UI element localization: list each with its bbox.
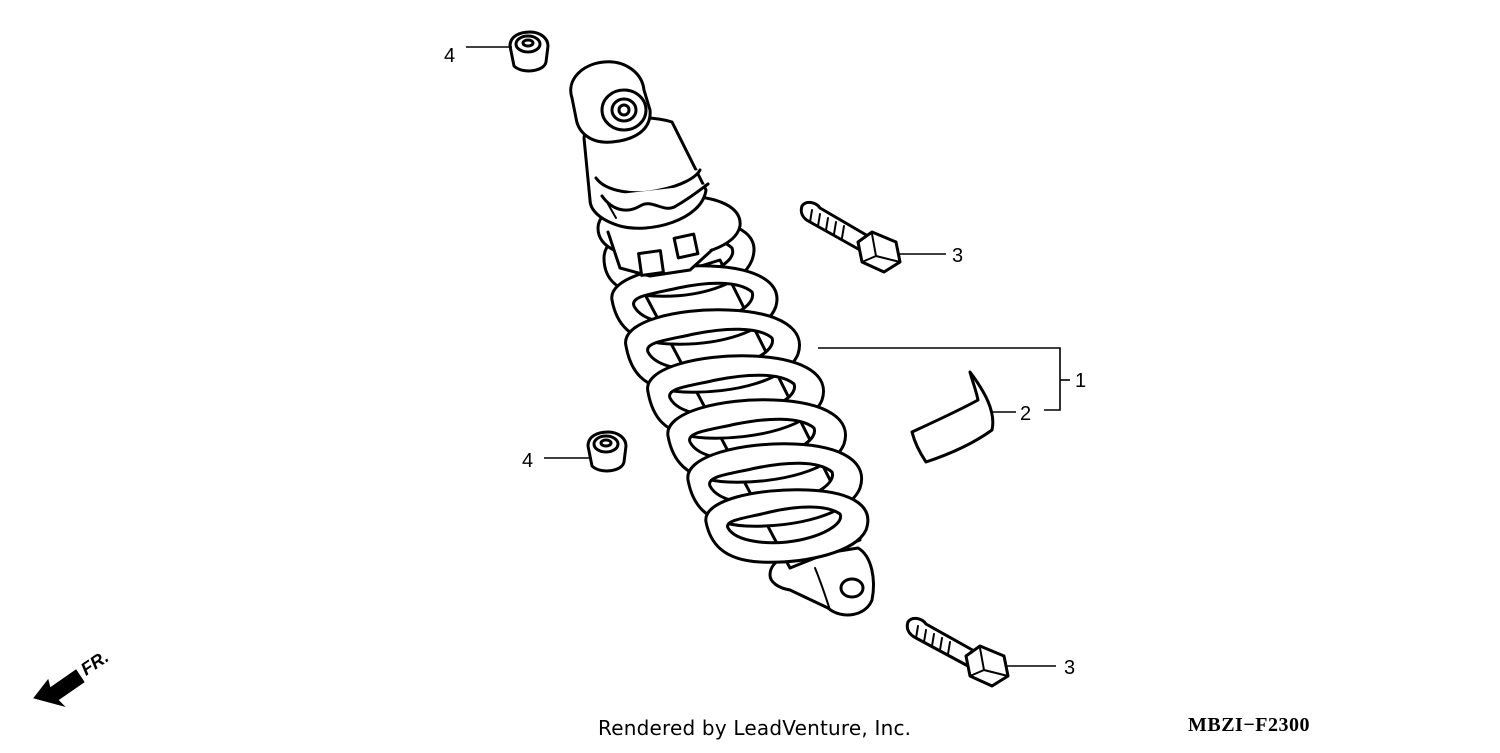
upper-flange-nut[interactable] (508, 30, 550, 73)
front-direction-indicator: FR. (33, 647, 112, 707)
shock-upper-body (582, 116, 710, 230)
lower-flange-nut[interactable] (586, 430, 628, 473)
spring-seat-collar (596, 194, 742, 278)
render-credit: Rendered by LeadVenture, Inc. (598, 716, 912, 740)
callout-lower-bolt: 3 (1064, 657, 1075, 679)
leader-lines (466, 46, 1070, 667)
coil-spring (602, 218, 870, 564)
spring-guard[interactable] (910, 370, 995, 464)
callout-upper-nut: 4 (444, 45, 455, 67)
front-label: FR. (77, 647, 112, 680)
diagram-code: MBZI−F2300 (1188, 714, 1310, 736)
callout-lower-nut: 4 (522, 450, 533, 472)
callout-shock-assembly: 1 (1075, 370, 1086, 392)
rear-shock-absorber[interactable] (569, 60, 875, 617)
upper-mount-bolt[interactable] (799, 200, 902, 274)
lower-mount-bolt[interactable] (905, 616, 1010, 688)
upper-eye-mount (569, 60, 652, 144)
callout-spring-guard: 2 (1020, 403, 1031, 425)
arrow-icon (33, 669, 85, 707)
callout-upper-bolt: 3 (952, 245, 963, 267)
